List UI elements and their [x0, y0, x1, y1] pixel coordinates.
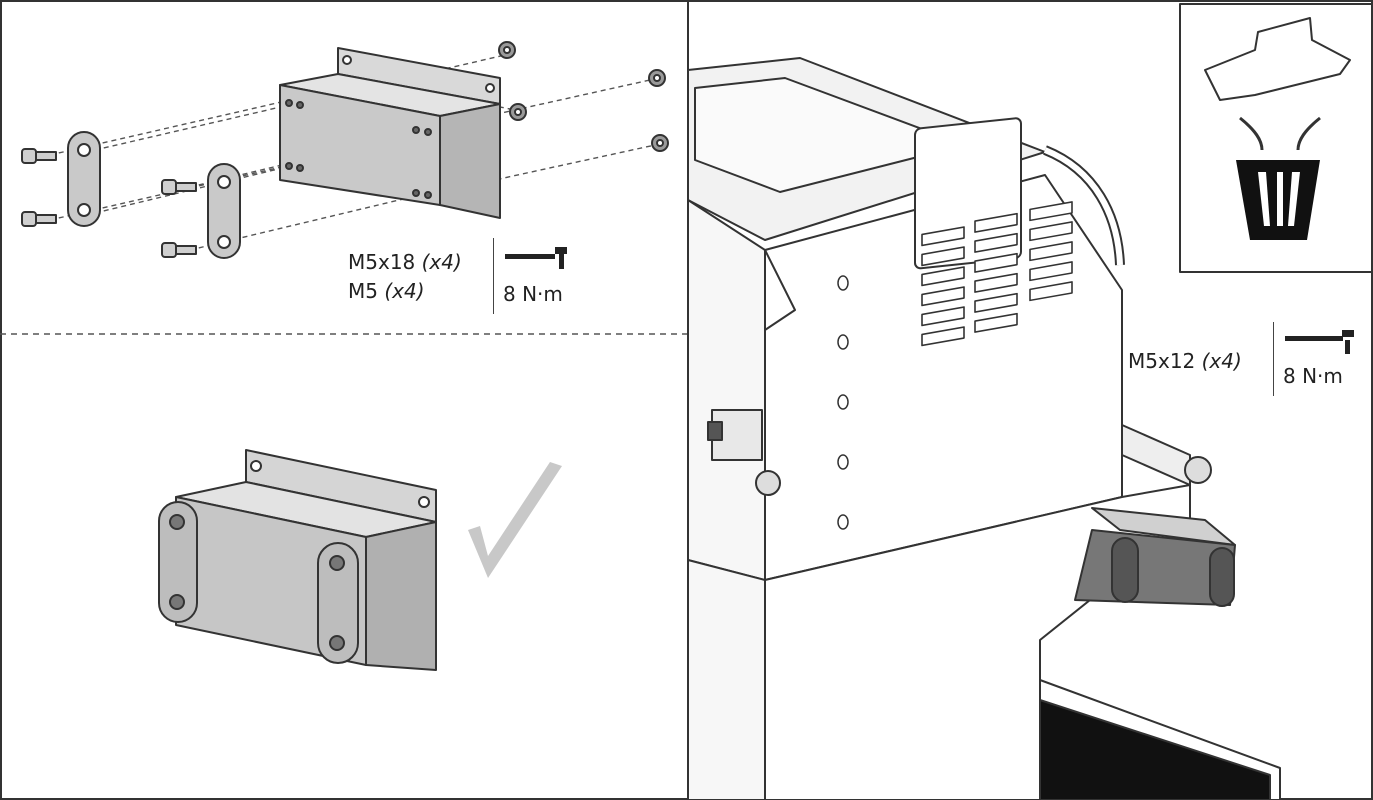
recycle-bin-icon — [1236, 160, 1320, 240]
spacer-plate-right — [207, 163, 241, 259]
screw-spec-step3: M5x12 — [1128, 349, 1196, 373]
checkmark-icon — [468, 462, 562, 578]
screws — [21, 148, 197, 258]
nut — [498, 41, 516, 59]
screw — [21, 148, 57, 164]
screw-spec-label-step3: M5x12 (x4) — [1128, 349, 1242, 373]
machine-top-window — [694, 77, 966, 193]
torque-wrench-icon-step3 — [1285, 330, 1354, 354]
nut-spec-label: M5 (x4) — [348, 279, 425, 303]
spacer-plate-assembled-right — [317, 542, 359, 664]
machine-cart-opening — [1039, 699, 1271, 800]
machine-view — [687, 57, 1354, 800]
screw-spec: M5x18 — [348, 250, 416, 274]
torque-divider — [493, 238, 494, 314]
nuts — [498, 41, 669, 152]
nut — [509, 103, 527, 121]
machine-front-panel — [687, 199, 766, 581]
mounting-bracket-exploded — [279, 47, 501, 219]
nut-qty: (x4) — [384, 279, 425, 303]
spacer-plate-assembled-left — [158, 501, 198, 623]
nut-spec: M5 — [348, 279, 378, 303]
torque-wrench-icon — [505, 247, 567, 269]
nut — [651, 134, 669, 152]
spacer-plate-left — [67, 131, 101, 227]
nut — [648, 69, 666, 87]
machine-knob — [755, 470, 781, 496]
packaging-piece — [1204, 17, 1351, 101]
torque-value: 8 N·m — [503, 282, 563, 306]
screw — [21, 211, 57, 227]
recycling-inset — [1179, 3, 1373, 273]
machine-connector — [707, 409, 763, 461]
torque-value-step3: 8 N·m — [1283, 364, 1343, 388]
torque-divider-step3 — [1273, 322, 1274, 396]
assembled-view — [158, 449, 562, 671]
screw — [161, 179, 197, 195]
screw-spec-label: M5x18 (x4) — [348, 250, 462, 274]
screw — [161, 242, 197, 258]
screw-qty-step3: (x4) — [1201, 349, 1242, 373]
bracket-side — [365, 521, 437, 671]
machine-vents — [921, 201, 1073, 347]
mounted-bracket — [1074, 507, 1236, 607]
machine-cart-frame — [687, 559, 766, 800]
machine-rear-rail — [1121, 424, 1191, 486]
screw-qty: (x4) — [421, 250, 462, 274]
exploded-view — [21, 41, 669, 269]
